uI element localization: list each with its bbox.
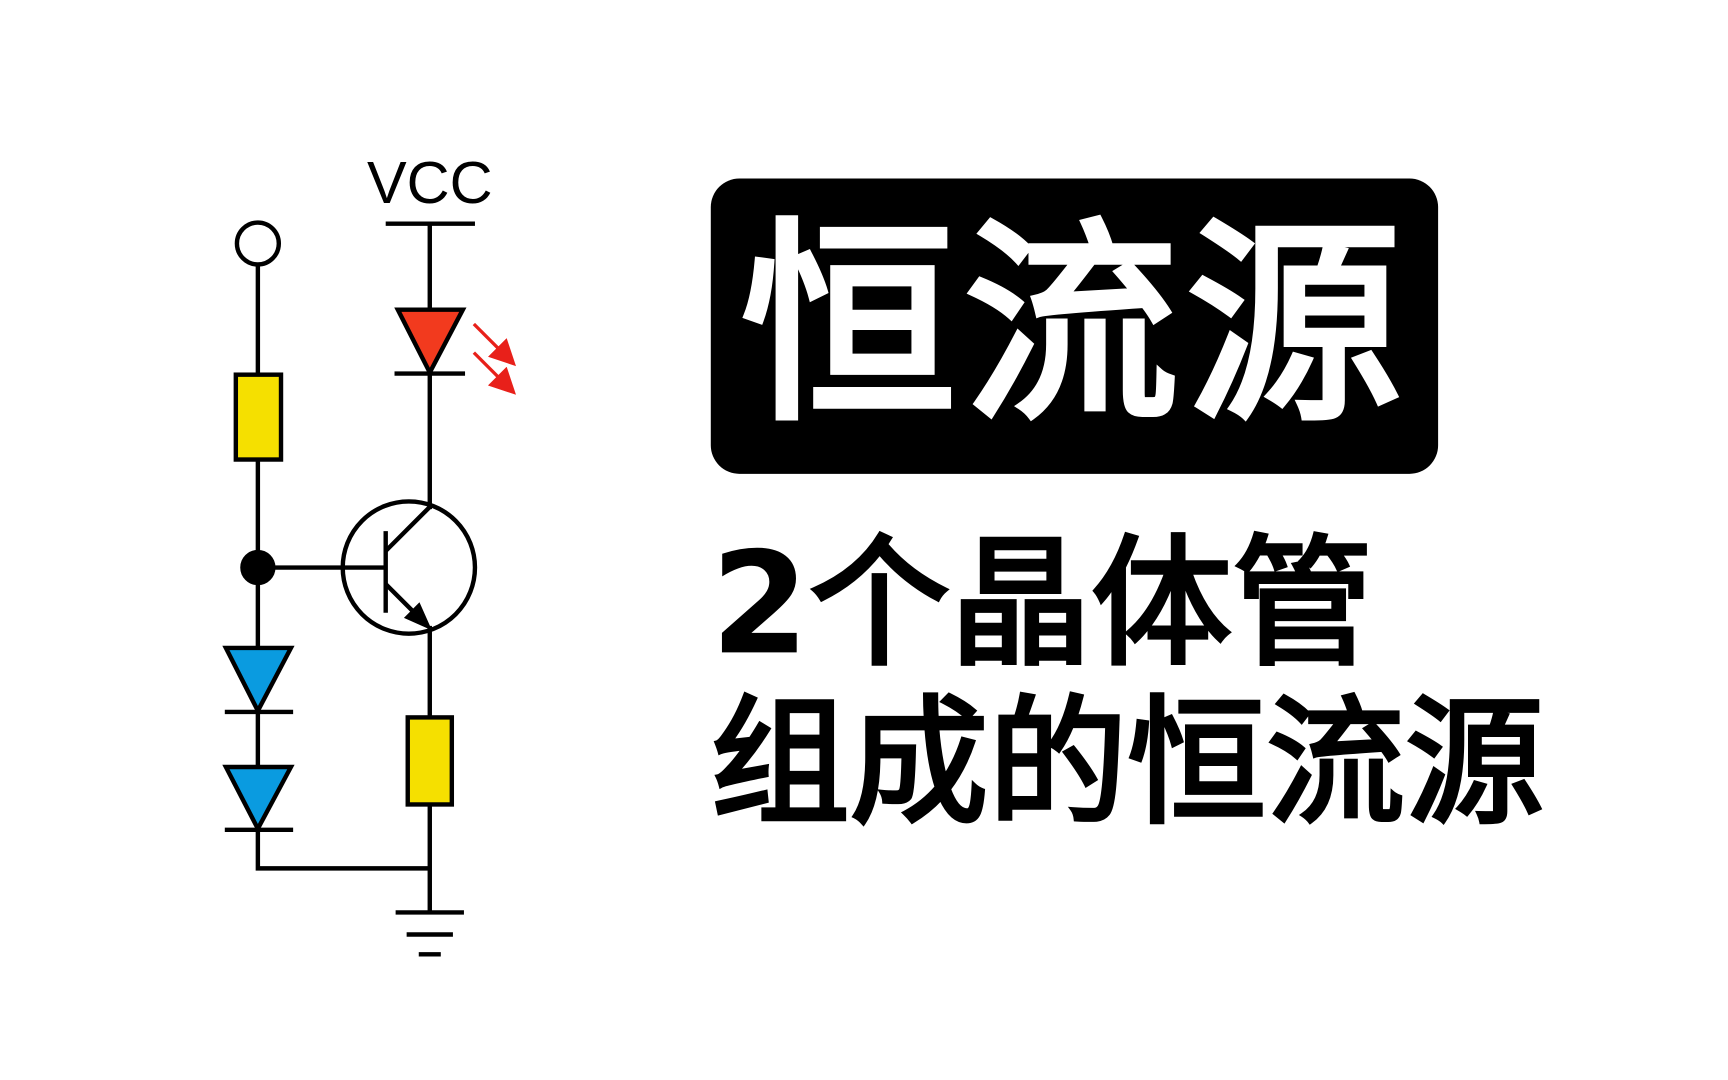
subtitle-line-2: 组成的恒流源	[710, 682, 1544, 845]
subtitle-line-1: 2个晶体管	[710, 522, 1374, 687]
light-emission-arrows	[472, 322, 517, 395]
ground-icon	[395, 910, 464, 957]
red-led	[394, 307, 467, 378]
diode-2	[222, 764, 295, 834]
title: 恒流源	[740, 200, 1409, 452]
resistor-emitter	[405, 715, 455, 807]
resistor-top	[233, 372, 284, 462]
input-terminal	[234, 220, 282, 267]
vcc-label: VCC	[367, 149, 493, 216]
diode-1	[222, 645, 295, 716]
title-banner: 恒流源	[710, 178, 1439, 474]
junction-dot	[240, 549, 276, 586]
transistor-collector	[384, 505, 432, 553]
wire	[255, 829, 430, 871]
emitter-arrow-icon	[403, 602, 432, 631]
